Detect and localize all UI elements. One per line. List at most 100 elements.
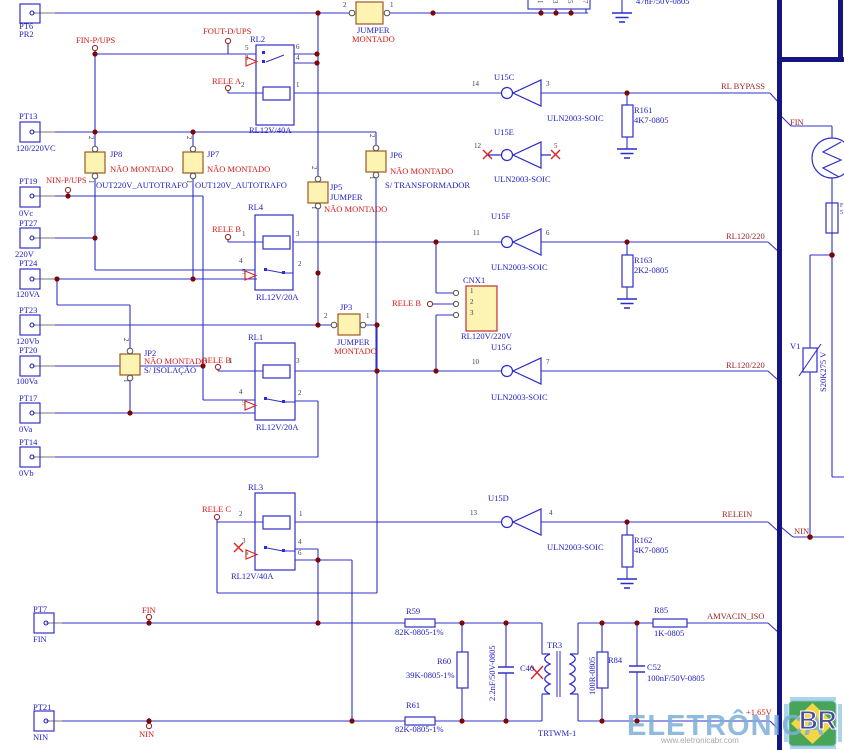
port-pt7: PT7: [33, 604, 48, 614]
rl4-ref: RL4: [248, 202, 264, 212]
watermark-brand: ELETRÔNICA: [627, 710, 826, 742]
pin: 11: [473, 229, 480, 237]
pin: 2: [298, 389, 302, 397]
pin: 4: [239, 257, 243, 265]
pin: 3: [245, 54, 249, 62]
jp5-status: NÃO MONTADO: [324, 204, 388, 214]
pin: 1: [368, 176, 376, 180]
jumper-jp8: [84, 151, 106, 174]
jp7-ref: JP7: [207, 149, 220, 159]
pin: 3: [470, 309, 474, 317]
flag-fin-p-ups: FIN-P/UPS: [76, 35, 116, 45]
jumper-jp6: [365, 150, 387, 173]
net-rl-bypass: RL BYPASS: [721, 81, 766, 91]
r163-ref: R163: [634, 255, 653, 265]
r85-ref: R85: [654, 605, 669, 615]
port-pt24: PT24: [19, 258, 38, 268]
v1-ref: V1: [790, 341, 801, 351]
net-0vc: 0Vc: [19, 208, 34, 218]
relay-arrows: [244, 56, 259, 560]
flag-1v65: +1.65V: [746, 707, 772, 717]
r84-value: 100R-0805: [587, 656, 597, 695]
port-pr2: PR2: [19, 29, 34, 39]
port-pt13: PT13: [19, 111, 38, 121]
pin: 4: [239, 388, 243, 396]
pin: 2: [368, 134, 376, 138]
pin: 1: [310, 206, 318, 210]
r61-value: 82K-0805-1%: [395, 724, 444, 734]
pin: 4: [549, 509, 553, 517]
jp3-status: MONTADO: [334, 346, 377, 356]
jp8-value: OUT220V_AUTOTRAFO: [96, 180, 188, 190]
pin: 1: [366, 312, 370, 320]
pin: 6: [296, 43, 300, 51]
pin: 1: [536, 0, 544, 4]
pin: 2: [310, 166, 318, 170]
no-connect-x-marks: [233, 149, 561, 680]
port-pt20: PT20: [19, 345, 38, 355]
relay-rl4: [254, 214, 294, 291]
pin: 2: [239, 510, 243, 518]
pin: 2: [298, 260, 302, 268]
pin: 2: [470, 298, 474, 306]
net-rl120-220-a: RL120/220: [726, 231, 765, 241]
net-0va: 0Va: [19, 424, 33, 434]
ground-icon: [617, 298, 637, 309]
r163-value: 2K2-0805: [634, 265, 669, 275]
flag-rele-b-rl4: RELE B: [212, 224, 242, 234]
rl1-ref: RL1: [248, 332, 264, 342]
gate-u15c: [500, 79, 542, 107]
pin: 7: [581, 0, 589, 4]
ground-symbols: [612, 12, 637, 589]
pin: 2: [122, 338, 130, 342]
flag-nin-bus: NIN: [794, 526, 810, 536]
pin: 3: [296, 230, 300, 238]
varistor-v1: [802, 347, 818, 373]
flag-rele-b-rl1: RELE B: [202, 355, 232, 365]
jumper-jp1: [355, 1, 384, 25]
net-relein: RELEIN: [722, 509, 753, 519]
jp3-value: JUMPER: [337, 337, 370, 347]
jp5-value: JUMPER: [330, 192, 363, 202]
jp8-status: NÃO MONTADO: [110, 164, 174, 174]
cnx1-ref: CNX1: [463, 275, 486, 285]
port-boxes: [19, 3, 55, 732]
pin: 12: [474, 142, 481, 150]
port-pt23: PT23: [19, 305, 38, 315]
pin: 13: [470, 509, 477, 517]
capacitor-c52: [629, 665, 645, 673]
net-rl120-220-b: RL120/220: [726, 360, 765, 370]
jp2-value: S/ ISOLAÇÃO: [144, 365, 197, 375]
pin: 1: [122, 379, 130, 383]
r161-value: 4K7-0805: [634, 115, 669, 125]
port-pt21: PT21: [33, 702, 52, 712]
pin: 1: [296, 81, 300, 89]
r60-value: 39K-0805-1%: [406, 670, 455, 680]
jumper-jp5: [307, 181, 329, 204]
net-flag-pins: [64, 37, 434, 730]
jp6-value: S/ TRANSFORMADOR: [385, 180, 471, 190]
net-fin-port: FIN: [33, 634, 47, 644]
net-amvacin-iso: AMVACIN_ISO: [707, 611, 765, 621]
pin: 1: [470, 287, 474, 295]
net-100va: 100Va: [16, 376, 38, 386]
u15e-value: ULN2003-SOIC: [494, 174, 551, 184]
net-0vb: 0Vb: [19, 468, 34, 478]
u15c-value: ULN2003-SOIC: [547, 113, 604, 123]
net-120vb: 120Vb: [16, 336, 40, 346]
r84-ref: R84: [608, 655, 623, 665]
ground-icon: [617, 578, 637, 589]
r59-ref: R59: [406, 606, 421, 616]
pin: 2: [185, 136, 193, 140]
flag-rele-b-cnx: RELE B: [392, 298, 422, 308]
jumpers: [84, 1, 387, 376]
net-120-220vc: 120/220VC: [16, 143, 56, 153]
inverter-gates: [488, 79, 551, 536]
rl2-ref: RL2: [250, 34, 266, 44]
cnx1-value: RL120V/220V: [461, 331, 512, 341]
jumper-jp7: [182, 151, 204, 174]
pin: 14: [472, 80, 479, 88]
c52-value: 100nF/50V-0805: [647, 673, 705, 683]
u15f-value: ULN2003-SOIC: [491, 262, 548, 272]
tr3-ref: TR3: [547, 640, 563, 650]
